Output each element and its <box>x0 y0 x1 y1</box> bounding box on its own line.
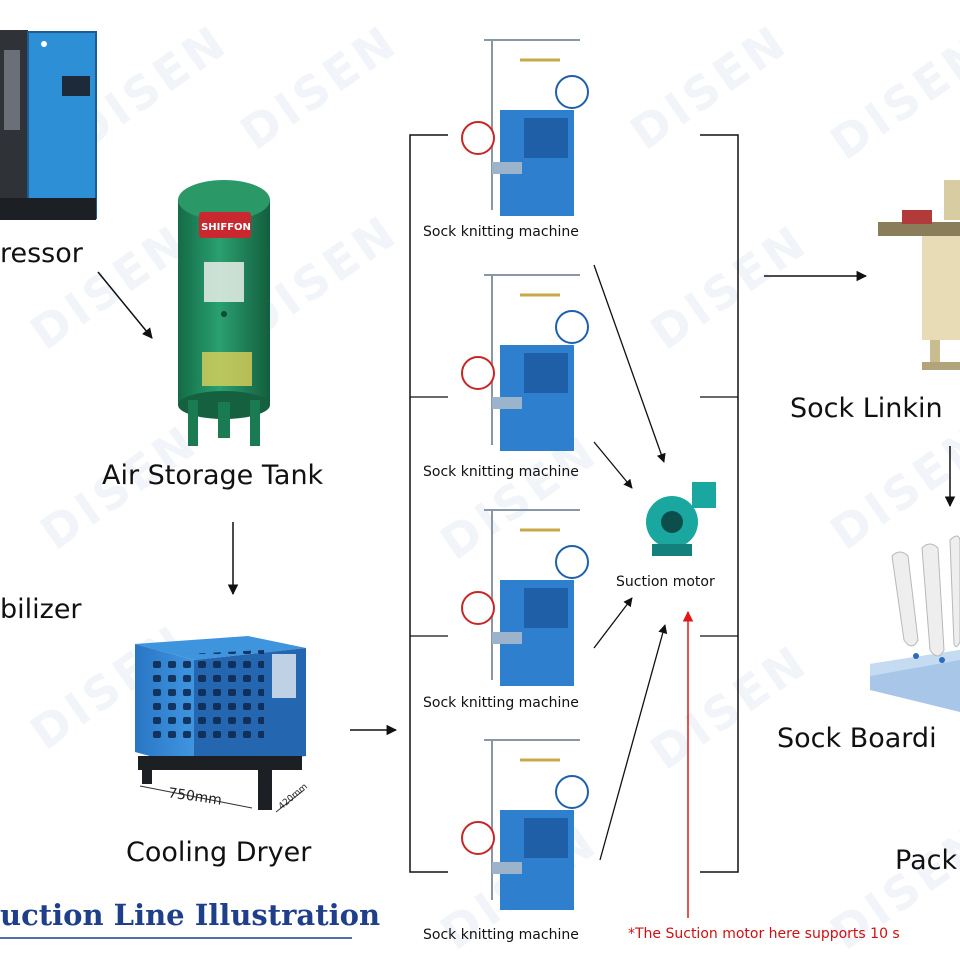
right-bracket <box>700 134 739 873</box>
sock-boarding-label: Sock Boardi <box>777 723 937 754</box>
sock-boarding-machine-image <box>870 535 960 712</box>
left-bracket <box>409 134 448 873</box>
cooling-dryer-image <box>135 636 306 810</box>
air-storage-tank-image <box>178 180 270 446</box>
knitting-machine-label: Sock knitting machine <box>423 927 579 943</box>
stabilizer-label: bilizer <box>0 594 82 625</box>
flow-arrow <box>97 271 153 339</box>
suction-motor-label: Suction motor <box>616 574 715 590</box>
packing-label: Pack <box>895 845 958 876</box>
diagram-title: uction Line Illustration <box>0 898 381 932</box>
sock-linking-label: Sock Linkin <box>790 393 943 424</box>
knitting-machine-image <box>461 274 589 451</box>
knitting-machine-label: Sock knitting machine <box>423 695 579 711</box>
knitting-machine-image <box>461 739 589 910</box>
knitting-machine-image <box>461 39 589 216</box>
knitting-machine-image <box>461 509 589 686</box>
tank-brand: SHIFFON <box>201 222 251 233</box>
knitting-machine-label: Sock knitting machine <box>423 224 579 240</box>
compressor-label: ressor <box>0 238 83 269</box>
dimension-line <box>139 785 253 809</box>
suction-note: *The Suction motor here supports 10 s <box>628 926 900 942</box>
dimension-line <box>275 789 305 813</box>
cooling-dryer-label: Cooling Dryer <box>126 837 312 868</box>
suction-motor-image <box>646 482 716 556</box>
air-storage-tank-label: Air Storage Tank <box>102 460 324 491</box>
air-compressor-image <box>0 30 97 220</box>
sock-linking-machine-image <box>878 180 960 370</box>
suction-arrow <box>593 441 633 489</box>
suction-arrow <box>593 264 666 463</box>
knitting-machine-label: Sock knitting machine <box>423 464 579 480</box>
suction-arrow <box>599 624 668 861</box>
suction-arrow <box>593 597 633 649</box>
